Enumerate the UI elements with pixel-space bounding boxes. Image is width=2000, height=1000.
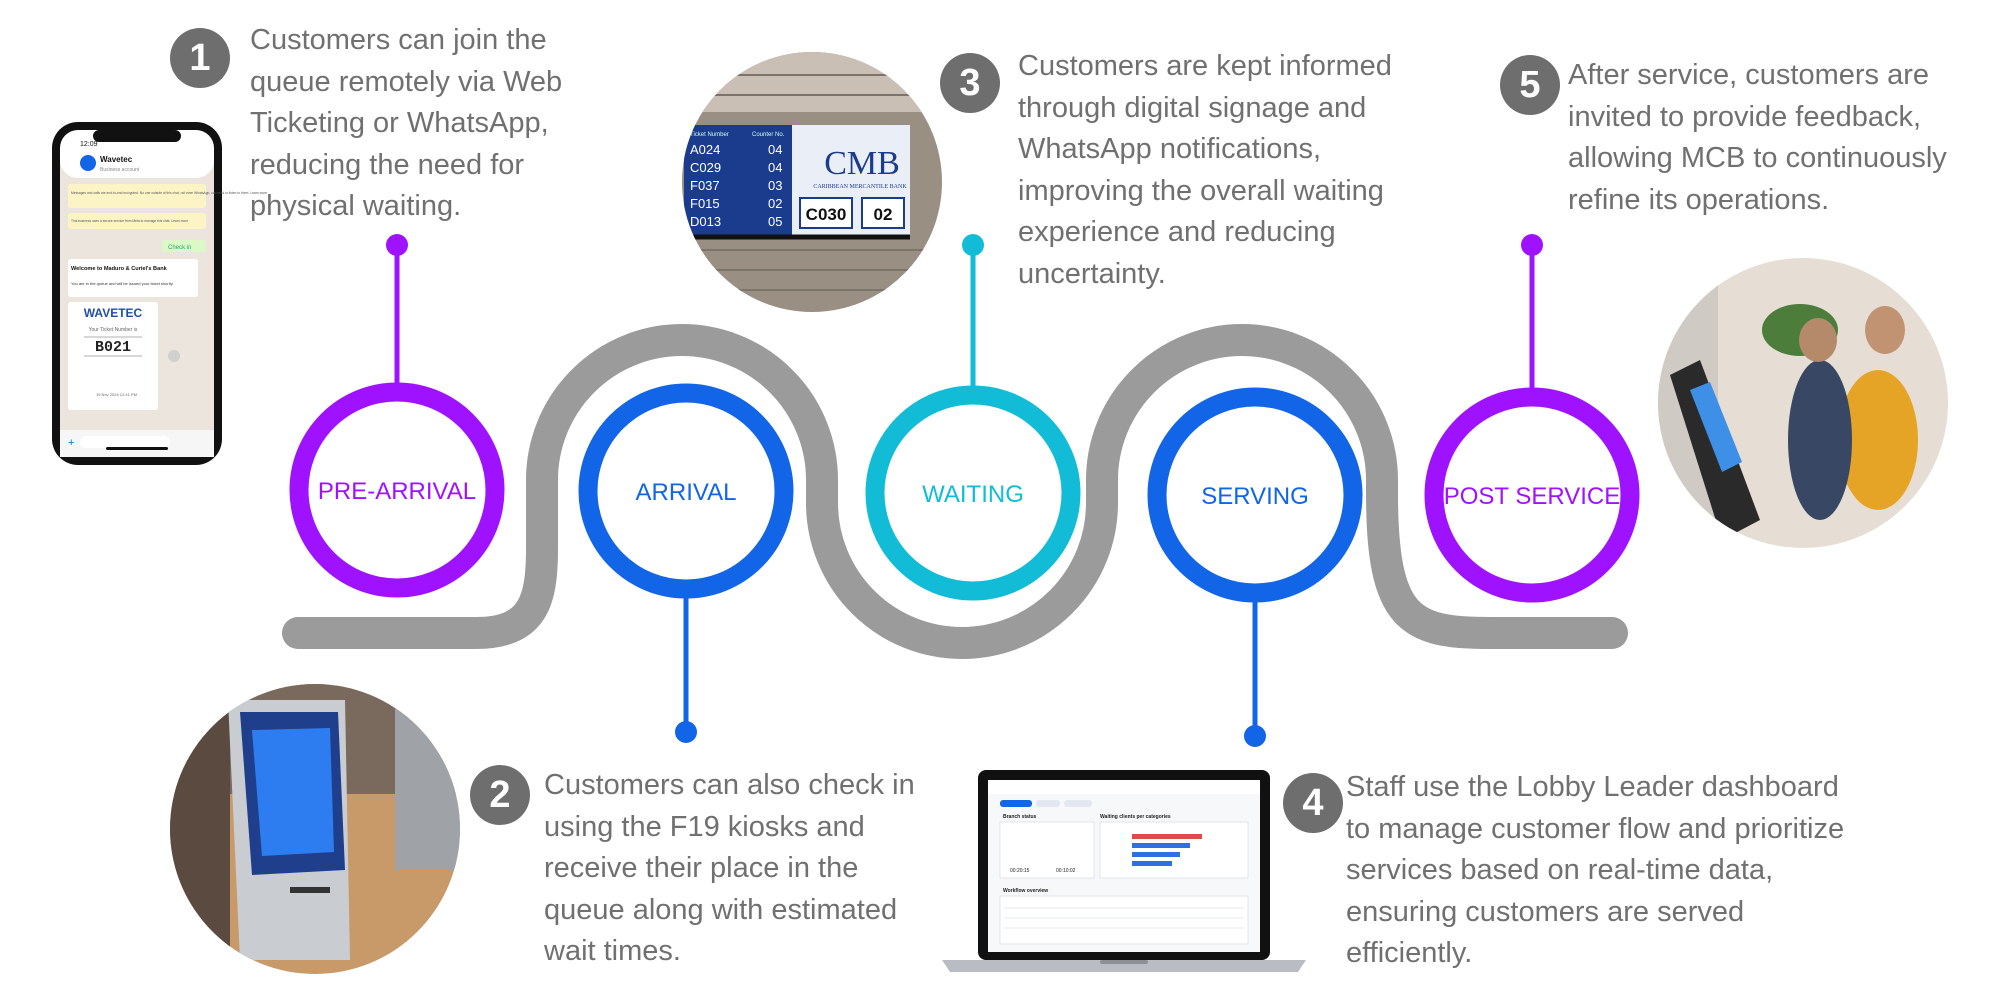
stage-label: PRE-ARRIVAL <box>318 478 476 505</box>
stage-post-service: POST SERVICE <box>1424 387 1640 603</box>
step-description: Customers can join the queue remotely vi… <box>250 24 563 222</box>
connector-1 <box>386 234 408 392</box>
contact-avatar <box>80 155 96 171</box>
signage-ticket: F015 <box>690 196 720 211</box>
phone-time: 12:09 <box>80 141 98 148</box>
signage-ticket: C029 <box>690 160 721 175</box>
phone-brand: WAVETEC <box>84 306 143 320</box>
feedback-photo <box>1658 258 1948 548</box>
signage-counter: 04 <box>768 142 782 157</box>
stage-label: ARRIVAL <box>636 479 737 506</box>
stage-serving: SERVING <box>1147 387 1363 603</box>
signage-counter: 03 <box>768 178 782 193</box>
dashboard-panel-1: Branch status <box>1003 814 1037 820</box>
connector-4 <box>1244 577 1266 747</box>
step-number-badge: 5 <box>1500 55 1560 115</box>
signage-now-ticket: C030 <box>806 205 847 224</box>
step-description: Staff use the Lobby Leader dashboard to … <box>1346 771 1845 969</box>
phone-ticket-number: B021 <box>95 339 131 356</box>
stage-waiting: WAITING <box>865 385 1081 601</box>
stage-label: SERVING <box>1201 483 1309 510</box>
phone-notice-2: This business uses a secure service from… <box>71 219 188 223</box>
kiosk-photo <box>170 684 460 974</box>
signage-counter: 02 <box>768 196 782 211</box>
phone-contact: Wavetec <box>100 155 133 164</box>
phone-ticket-time: 19 Nov 2024 12:41 PM <box>96 392 137 397</box>
signage-photo: Ticket Number Counter No. A024 C029 F037… <box>682 52 942 312</box>
signage-logo: CMB <box>824 145 900 182</box>
signage-ticket: F037 <box>690 178 720 193</box>
phone-ticket-caption: Your Ticket Number is <box>89 327 138 333</box>
laptop-dashboard-illustration: Branch status 00:20:15 00:10:02 Waiting … <box>942 770 1306 972</box>
stage-label: WAITING <box>922 481 1024 508</box>
connector-3 <box>962 234 984 395</box>
phone-welcome: Welcome to Maduro & Curiel's Bank <box>71 266 168 272</box>
step-number-badge: 4 <box>1283 773 1343 833</box>
step-description: After service, customers are invited to … <box>1568 59 1947 216</box>
signage-counter: 05 <box>768 214 782 229</box>
connector-2 <box>675 575 697 743</box>
signage-ticket: D013 <box>690 214 721 229</box>
phone-contact-sub: Business account <box>100 167 140 173</box>
dashboard-panel-2: Waiting clients per categories <box>1100 814 1171 820</box>
connector-5 <box>1521 234 1543 400</box>
step-number-badge: 1 <box>170 28 230 88</box>
signage-now-counter: 02 <box>874 205 893 224</box>
step-number-badge: 2 <box>470 765 530 825</box>
signage-col2: Counter No. <box>752 132 785 138</box>
signage-bank-name: CARIBBEAN MERCANTILE BANK <box>813 184 907 190</box>
signage-col1: Ticket Number <box>690 132 729 138</box>
plus-icon: + <box>68 437 74 449</box>
signage-counter: 04 <box>768 160 782 175</box>
dashboard-metric-2: 00:10:02 <box>1056 868 1076 874</box>
forward-icon <box>168 350 180 362</box>
dashboard-table-title: Workflow overview <box>1003 888 1048 894</box>
journey-road <box>282 324 1628 659</box>
phone-notice-1: Messages and calls are end-to-end encryp… <box>71 191 267 195</box>
step-description: Customers can also check in using the F1… <box>544 769 915 967</box>
stage-label: POST SERVICE <box>1444 483 1621 510</box>
phone-whatsapp-illustration: 12:09 Wavetec Business account Messages … <box>52 122 267 465</box>
phone-queue-msg: You are in the queue and will be issued … <box>71 281 174 286</box>
dashboard-metric-1: 00:20:15 <box>1010 868 1030 874</box>
step-number-badge: 3 <box>940 53 1000 113</box>
phone-user-msg: Check in <box>168 245 191 251</box>
signage-ticket: A024 <box>690 142 720 157</box>
stage-arrival: ARRIVAL <box>578 383 794 599</box>
stage-pre-arrival: PRE-ARRIVAL <box>289 382 505 598</box>
step-description: Customers are kept informed through digi… <box>1018 50 1392 290</box>
